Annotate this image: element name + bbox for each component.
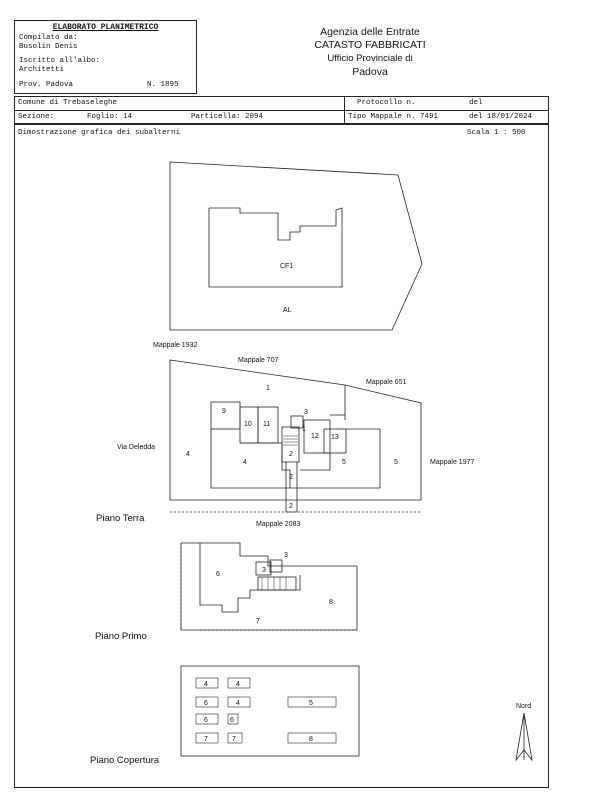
- unit-label: 8: [329, 599, 333, 606]
- roof-6b: [195, 713, 219, 725]
- roof-7a: [195, 732, 219, 744]
- unit-12: [303, 419, 331, 454]
- unit-label: 2: [289, 503, 293, 510]
- elaborato-title: ELABORATO PLANIMETRICO: [52, 23, 159, 32]
- office-city: Padova: [352, 66, 388, 78]
- unit-label: 5: [309, 700, 313, 707]
- copertura-outline: [180, 665, 360, 757]
- unit-label: 7: [232, 736, 236, 743]
- unit-label: 3: [262, 567, 266, 574]
- roof-4a: [195, 677, 219, 689]
- unit-label: 4: [236, 681, 240, 688]
- register-label: Iscritto all'albo:: [19, 57, 101, 65]
- unit-label: 2: [289, 451, 293, 458]
- label-via-deledda: Via Deledda: [117, 444, 155, 451]
- del-1: del: [469, 99, 483, 107]
- label-mappale-1977: Mappale 1977: [430, 459, 474, 466]
- unit-label: 1: [302, 426, 306, 433]
- catasto-title: CATASTO FABBRICATI: [314, 39, 426, 51]
- unit-label: 11: [263, 421, 270, 428]
- unit-label: 7: [256, 618, 260, 625]
- unit-label: 6: [230, 717, 234, 724]
- drawing-frame: Dimostrazione grafica dei subalterni Sca…: [14, 124, 549, 788]
- north-arrow-icon: [515, 712, 533, 762]
- unit-9: [210, 401, 241, 430]
- cf1-building: [208, 207, 343, 288]
- unit-label: 4: [243, 459, 247, 466]
- province: Prov. Padova: [19, 81, 74, 89]
- unit-label: 10: [244, 421, 252, 428]
- dimostrazione-label: Dimostrazione grafica dei subalterni: [18, 129, 181, 137]
- protocollo: Protocollo n.: [357, 99, 416, 107]
- roof-6c: [227, 713, 239, 725]
- unit-label: 4: [204, 681, 208, 688]
- agency-name: Agenzia delle Entrate: [320, 26, 420, 38]
- tipo-mappale: Tipo Mappale n. 7491: [348, 113, 439, 121]
- label-mappale-1932: Mappale 1932: [153, 342, 197, 349]
- unit-13: [323, 428, 347, 454]
- compiled-name: Busolin Denis: [19, 43, 78, 51]
- register-value: Architetti: [19, 66, 65, 74]
- compiled-label: Compilato da:: [19, 34, 78, 42]
- del-2: del 18/01/2024: [469, 113, 533, 121]
- register-number: N. 1895: [147, 81, 179, 89]
- title-piano-terra: Piano Terra: [96, 513, 145, 524]
- label-al: AL: [283, 307, 292, 314]
- scale-label: Scala 1 : 500: [467, 129, 526, 137]
- unit-label: 9: [222, 408, 226, 415]
- unit-label: 6: [204, 700, 208, 707]
- unit-label: 3: [284, 552, 288, 559]
- roof-4b: [227, 677, 251, 689]
- roof-7b: [227, 732, 243, 744]
- comune: Comune di Trebaseleghe: [18, 99, 118, 107]
- unit-label: 8: [309, 736, 313, 743]
- unit-label: 12: [311, 433, 319, 440]
- office-label: Ufficio Provinciale di: [327, 53, 413, 64]
- unit-label: 4: [186, 451, 190, 458]
- unit-label: 5: [342, 459, 346, 466]
- sezione: Sezione:: [18, 113, 55, 121]
- label-mappale-2083: Mappale 2083: [256, 521, 300, 528]
- label-cf1: CF1: [280, 263, 293, 270]
- unit-label: 13: [331, 434, 339, 441]
- unit-label: 5: [394, 459, 398, 466]
- roof-8: [287, 732, 337, 744]
- title-piano-primo: Piano Primo: [95, 631, 147, 642]
- north-label: Nord: [516, 703, 531, 710]
- roof-6a: [195, 696, 219, 708]
- unit-label: 6: [216, 571, 220, 578]
- unit-label: 2: [289, 474, 293, 481]
- title-piano-copertura: Piano Copertura: [90, 755, 160, 766]
- unit-label: 4: [236, 700, 240, 707]
- primo-outline: [180, 542, 358, 631]
- unit-label: 6: [204, 717, 208, 724]
- unit-label: 3: [304, 409, 308, 416]
- roof-4c: [227, 696, 251, 708]
- unit-label: 7: [204, 736, 208, 743]
- info-table: Comune di Trebaseleghe Protocollo n. del…: [14, 96, 549, 124]
- roof-5: [287, 696, 337, 708]
- particella: Particella: 2094: [191, 113, 264, 121]
- site-outline: [169, 161, 423, 331]
- header-left-box: ELABORATO PLANIMETRICO Compilato da: Bus…: [14, 20, 197, 94]
- terra-lot: [169, 359, 422, 501]
- foglio: Foglio: 14: [87, 113, 133, 121]
- label-mappale-651: Mappale 651: [366, 379, 407, 386]
- label-mappale-707: Mappale 707: [238, 357, 279, 364]
- unit-label: 1: [266, 385, 270, 392]
- unit-5-inner: [290, 428, 381, 489]
